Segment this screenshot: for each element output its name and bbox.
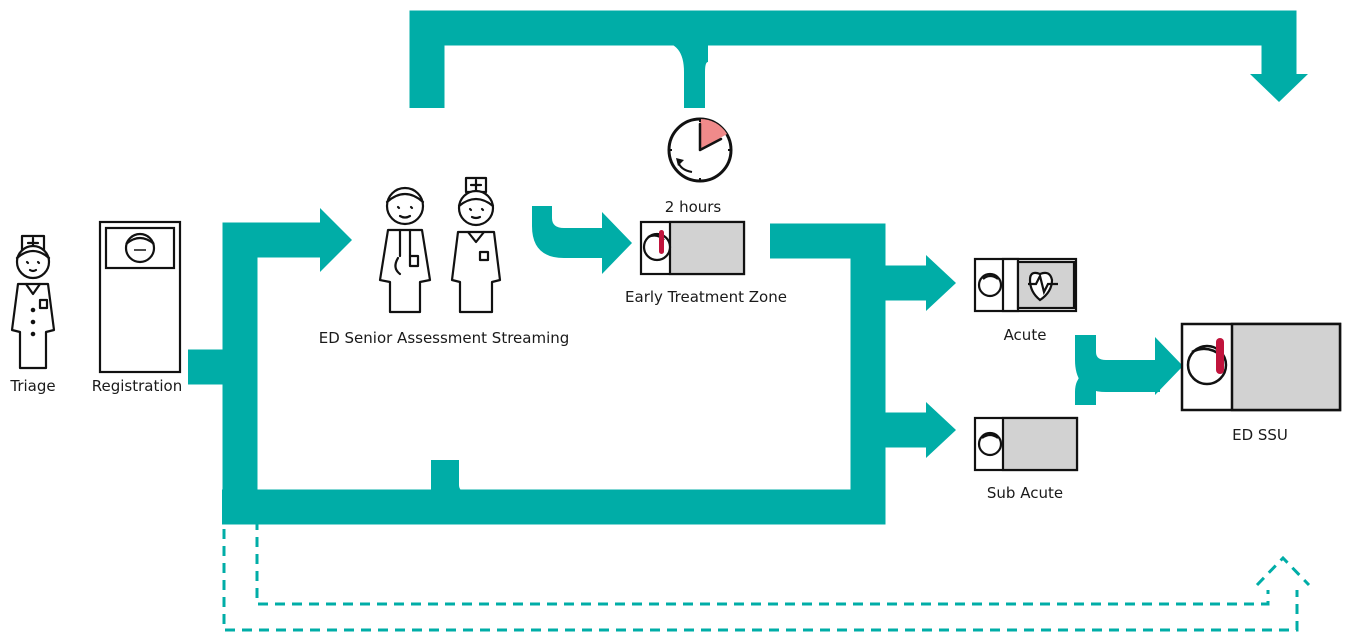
flow-lines: [188, 10, 1297, 525]
flow-main-loop: [222, 222, 330, 507]
dashed-outer: [222, 512, 1299, 632]
clock-icon: [667, 117, 733, 183]
registration-label: Registration: [91, 377, 183, 395]
flow-top-bypass: [409, 10, 1297, 108]
senior-assessment-label: ED Senior Assessment Streaming: [318, 329, 570, 347]
flow-merge-bottom: [1075, 368, 1140, 405]
early-treatment-bed-icon: [639, 220, 746, 276]
subacute-bed-icon: [973, 416, 1079, 472]
triage-label: Triage: [10, 377, 56, 395]
arrowhead-top: [1250, 74, 1308, 102]
flow-clock-branch-left: [660, 42, 708, 72]
flow-branches: [431, 42, 1160, 520]
dashed-flow: [222, 512, 1311, 632]
ed-ssu-bed-icon: [1180, 322, 1342, 412]
doctor-and-nurse-icon: [378, 176, 502, 314]
flow-bottom-loop: [222, 223, 886, 525]
registration-bed-icon: [98, 220, 182, 374]
acute-bed-icon: [973, 257, 1078, 313]
flow-arrowheads: [320, 74, 1308, 458]
ed-ssu-label: ED SSU: [1232, 426, 1288, 444]
flow-ETZ-branch: [532, 206, 606, 258]
nurse-icon: [10, 234, 56, 370]
arrowhead-etz: [602, 212, 632, 274]
acute-label: Acute: [1003, 326, 1047, 344]
dashed-arrowhead: [1255, 555, 1311, 587]
arrowhead-acute: [926, 255, 956, 311]
sub-acute-label: Sub Acute: [986, 484, 1064, 502]
early-treatment-label: Early Treatment Zone: [625, 288, 787, 306]
arrowhead-ssu: [1155, 337, 1183, 395]
arrowhead-subacute: [926, 402, 956, 458]
arrowhead-senior: [320, 208, 352, 272]
flow-bottom-branch: [431, 460, 490, 520]
two-hours-label: 2 hours: [664, 198, 722, 216]
dashed-inner: [255, 520, 1270, 606]
